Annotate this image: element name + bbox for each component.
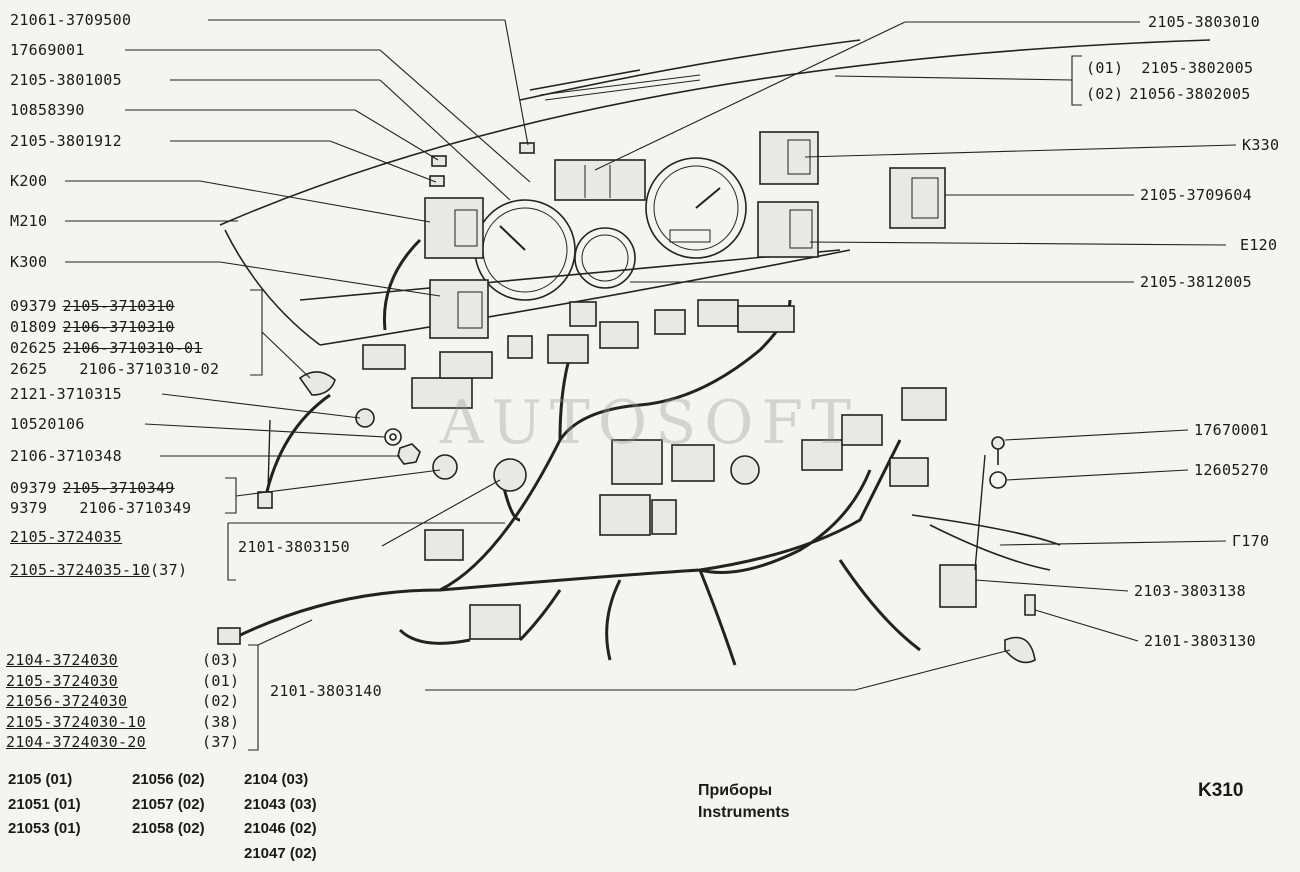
title-russian: Приборы <box>698 782 773 799</box>
part-label: E120 <box>1240 236 1278 254</box>
part-label: 17670001 <box>1194 421 1269 439</box>
part-label: 2105-3724035-10(37) <box>10 561 188 579</box>
part-label: K300 <box>10 253 48 271</box>
part-label: 2105-3801912 <box>10 132 122 150</box>
connector <box>439 351 493 379</box>
grommet <box>989 471 1007 489</box>
connector <box>362 344 406 370</box>
connector <box>547 334 589 364</box>
connector <box>217 627 241 645</box>
watermark: AUTOSOFT <box>440 388 860 458</box>
part-label: Г170 <box>1232 532 1270 550</box>
dashboard-outline <box>219 39 1211 346</box>
switch-3709604 <box>889 167 946 229</box>
connector <box>651 499 677 535</box>
lamp-holder <box>432 454 458 480</box>
connector <box>469 604 521 640</box>
title-english: Instruments <box>698 804 790 821</box>
part-label: K200 <box>10 172 48 190</box>
rheostat <box>298 371 336 396</box>
screw <box>991 436 1005 450</box>
part-label: 2101-3803150 <box>238 538 350 556</box>
part-label: 2105-3724035 <box>10 528 122 546</box>
connector <box>599 494 651 536</box>
connector <box>569 301 597 327</box>
part-label: 12605270 <box>1194 461 1269 479</box>
part-label: 2103-3803138 <box>1134 582 1246 600</box>
part-label: 2105-3812005 <box>1140 273 1252 291</box>
connector <box>424 529 464 561</box>
part-label: 2105-3801005 <box>10 71 122 89</box>
relay-box <box>554 159 646 201</box>
lamp-3803140 <box>1004 636 1036 664</box>
connector <box>654 309 686 335</box>
washer <box>384 428 402 446</box>
part-label: M210 <box>10 212 48 230</box>
part-label-group-3802005: (01)2105-3802005 (02)21056-3802005 <box>1086 59 1254 103</box>
switch-k200 <box>424 197 484 259</box>
part-label: 2101-3803130 <box>1144 632 1256 650</box>
part-label: 2105-3709604 <box>1140 186 1252 204</box>
switch-e120 <box>757 201 819 258</box>
connector <box>889 457 929 487</box>
nut <box>397 443 421 465</box>
part-label-group-3724030: 2104-3724030(03) 2105-3724030(01) 21056-… <box>6 651 240 751</box>
connector <box>671 444 715 482</box>
connector <box>801 439 843 471</box>
diagram-title: Приборы Instruments <box>698 780 790 824</box>
part-label: 2106-3710348 <box>10 447 122 465</box>
part-label: 2101-3803140 <box>270 682 382 700</box>
buzzer <box>493 458 527 492</box>
connector <box>507 335 533 359</box>
part-label: 10520106 <box>10 415 85 433</box>
bracket-3803138 <box>939 564 977 608</box>
part-label: 21061-3709500 <box>10 11 132 29</box>
wiring-harness <box>229 299 921 666</box>
part-label: 2105-3803010 <box>1148 13 1260 31</box>
part-label: 2121-3710315 <box>10 385 122 403</box>
switch-k300 <box>429 279 489 339</box>
connector <box>901 387 947 421</box>
part-label: 17669001 <box>10 41 85 59</box>
round-connector <box>730 455 760 485</box>
connector <box>697 299 739 327</box>
rod-170 <box>911 514 1061 571</box>
connector <box>737 305 795 333</box>
part-label: K330 <box>1242 136 1280 154</box>
connector <box>841 414 883 446</box>
connector <box>599 321 639 349</box>
speedometer-gauge <box>645 157 747 259</box>
combo-gauge <box>574 227 636 289</box>
model-variants-table: 2105 (01)21056 (02)2104 (03) 21051 (01)2… <box>8 771 317 862</box>
sheet-code: K310 <box>1198 780 1244 801</box>
connector <box>611 439 663 485</box>
part-label: 10858390 <box>10 101 85 119</box>
sensor-3803130 <box>1024 594 1036 616</box>
switch-k330 <box>759 131 819 185</box>
